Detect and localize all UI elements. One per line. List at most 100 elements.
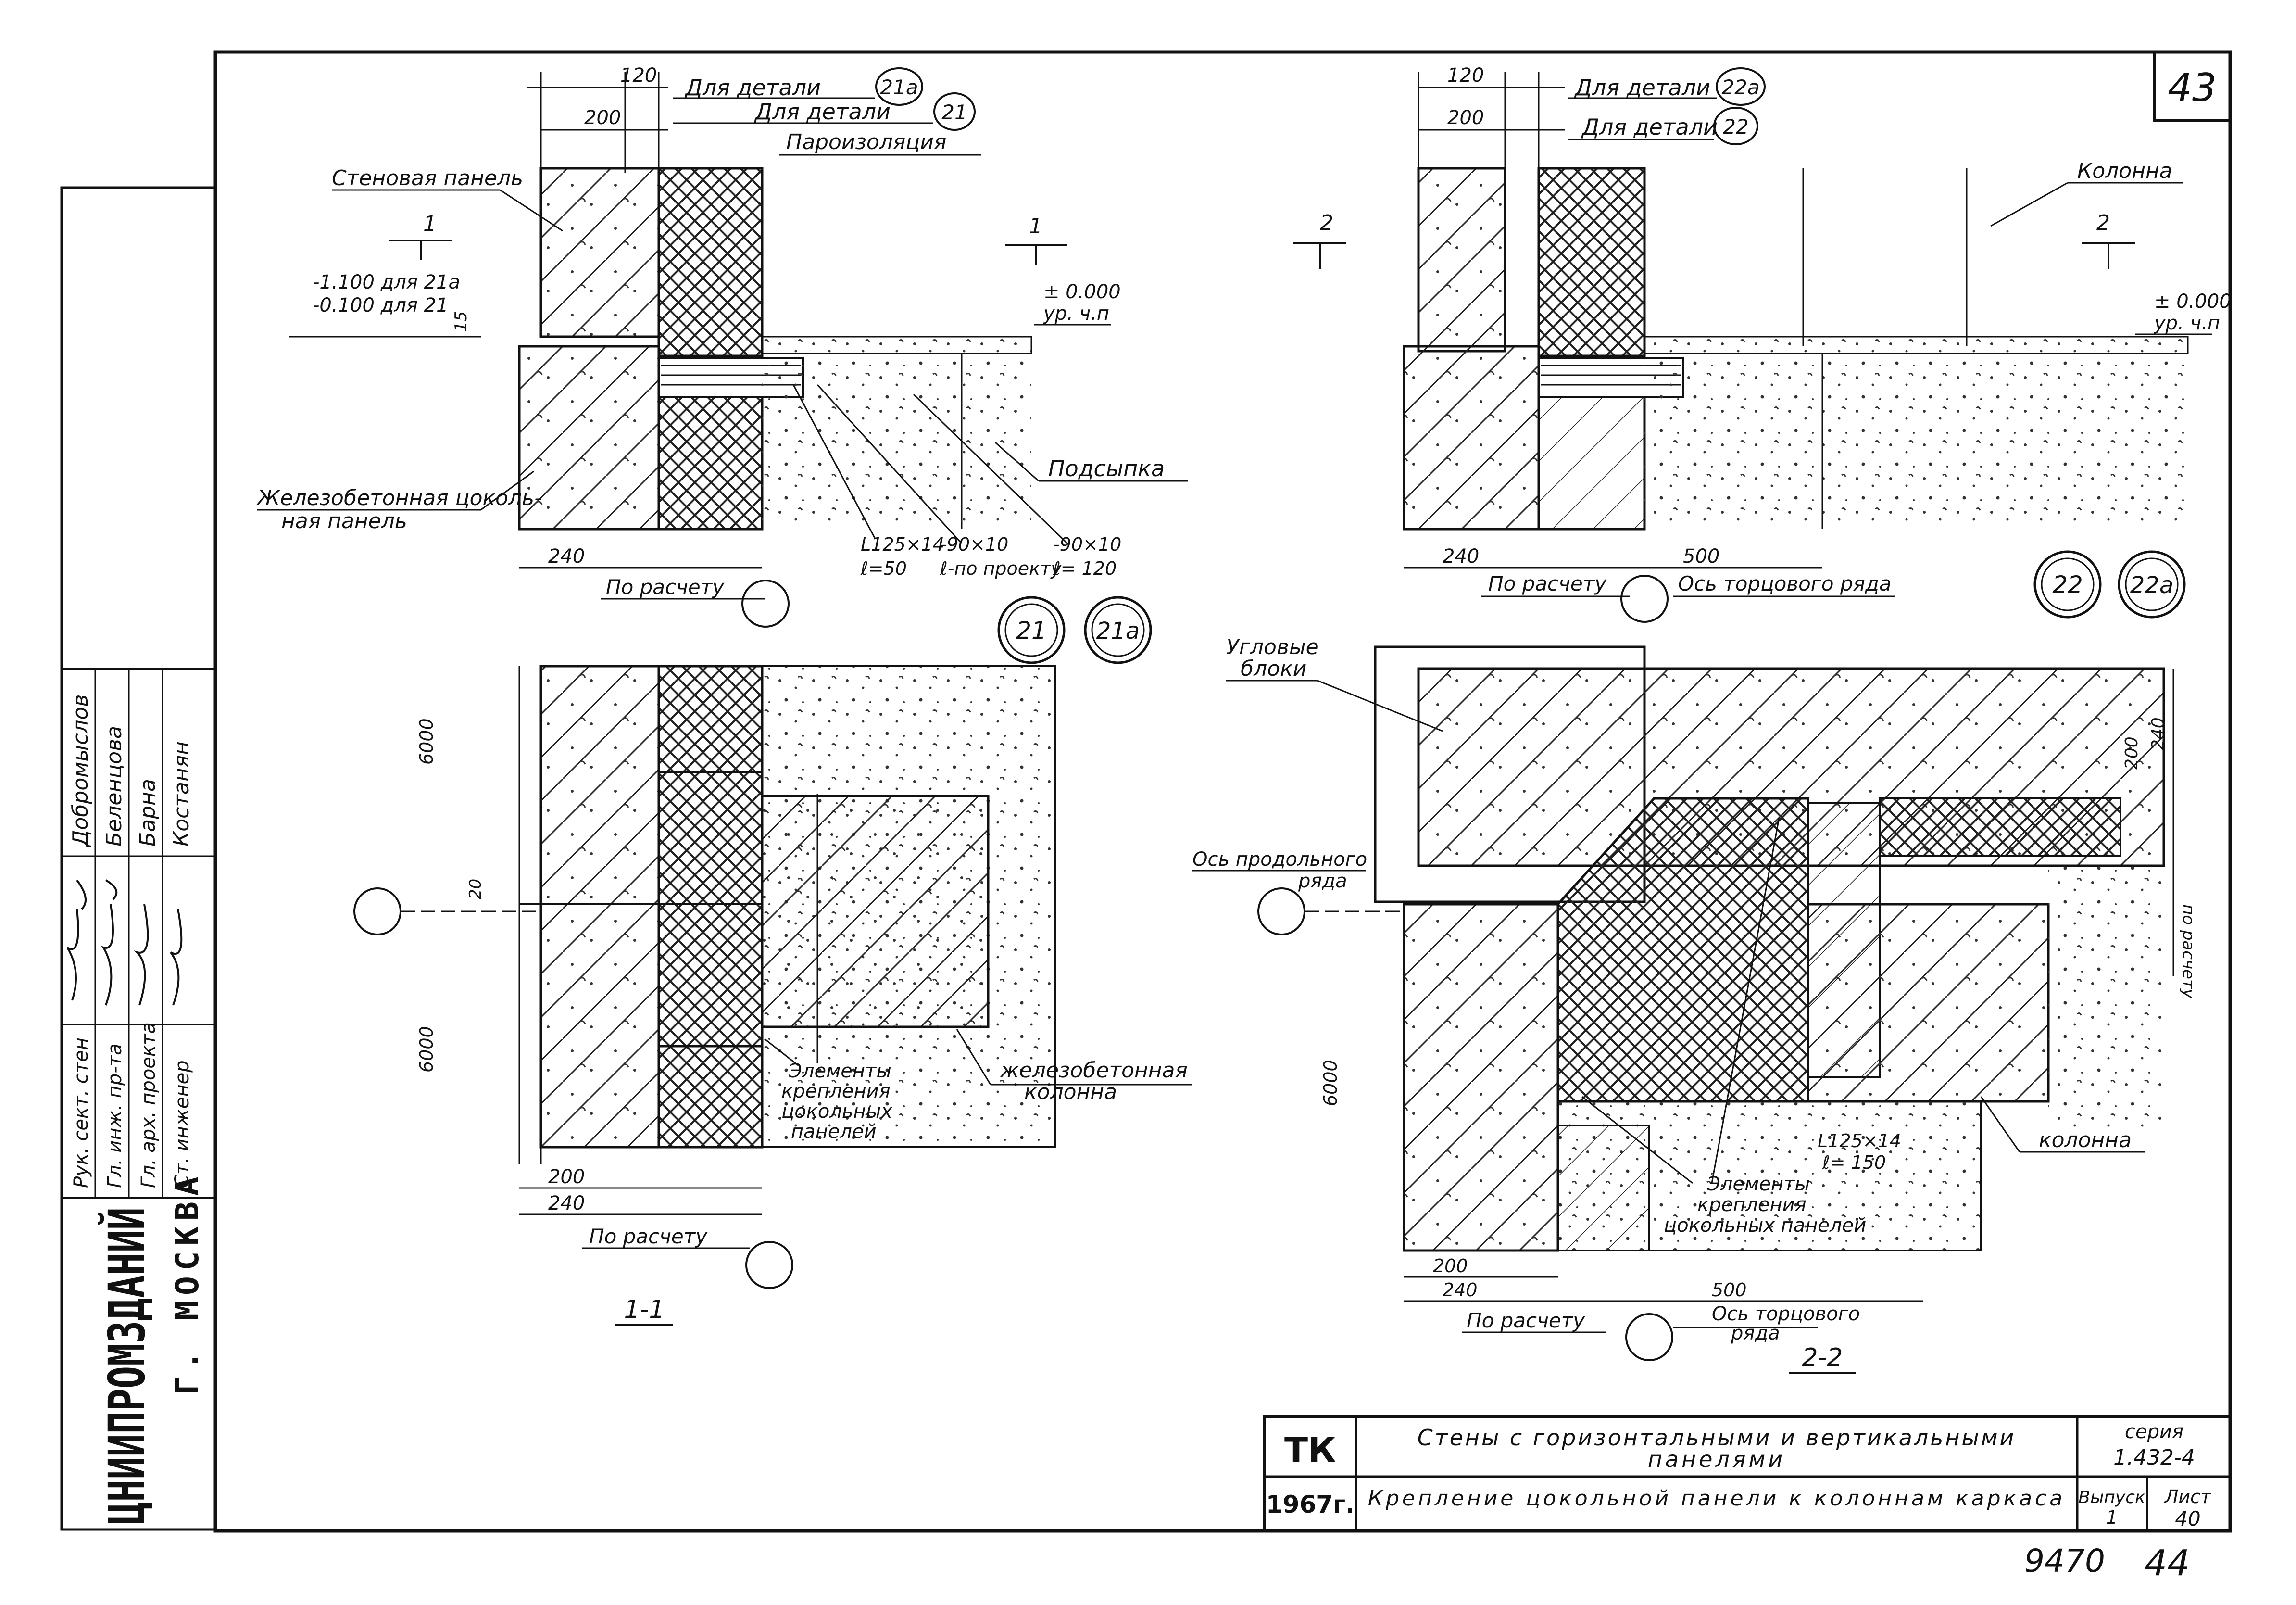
tb-subtitle: Крепление цокольной панели к колоннам ка… [1368, 1486, 2066, 1511]
d21-ref-21a: Для детали [684, 75, 821, 101]
d22-dim-120: 120 [1447, 64, 1484, 87]
s22-column: колонна [2039, 1128, 2132, 1152]
s11-calc: По расчету [589, 1225, 708, 1248]
s22-dim-500: 500 [1712, 1279, 1747, 1301]
d22-cut-right: 2 [2096, 211, 2110, 235]
s22-corner-2: блоки [1241, 657, 1306, 681]
s11-dim-6000b: 6000 [416, 1026, 437, 1073]
d22-level-1: ± 0.000 [2154, 291, 2232, 313]
s11-rc-column-2: колонна [1024, 1080, 1117, 1104]
left-stamp: Рук. сект. стен Гл. инж. пр-та Гл. арх. … [60, 186, 217, 1531]
s11-title: 1-1 [624, 1295, 665, 1324]
tb-series-value: 1.432-4 [2113, 1445, 2195, 1470]
footer-inventory: 9470 [2024, 1542, 2105, 1580]
staff-name-1: Добромыслов [68, 695, 93, 847]
d22-calc: По расчету [1488, 572, 1607, 595]
sheet-number: 43 [2168, 65, 2217, 110]
d21-plinth-1: Железобетонная цоколь- [256, 486, 542, 510]
s22-calc: По расчету [1467, 1309, 1585, 1332]
d21-calc: По расчету [606, 575, 725, 599]
s22-dim-calc-v: по расчету [2179, 904, 2198, 999]
signature-2 [101, 879, 118, 1006]
s22-elements-2: крепления [1697, 1194, 1807, 1216]
d22-ref-22: Для детали [1581, 114, 1718, 140]
s11-rc-column-1: железобетонная [1000, 1058, 1188, 1083]
d22-axis: Ось торцового ряда [1678, 572, 1892, 595]
s22-corner-1: Угловые [1226, 635, 1319, 659]
s22-axis-end-1: Ось торцового [1712, 1303, 1860, 1325]
s22-elements-3: цокольных панелей [1664, 1214, 1866, 1237]
s11-dim-200: 200 [548, 1166, 585, 1188]
d21-plate1-1: -90×10 [940, 534, 1008, 555]
d21-plate2-1: -90×10 [1053, 534, 1121, 555]
s22-dim-6000: 6000 [1320, 1060, 1341, 1106]
s11-elements-3: цокольных [781, 1100, 892, 1123]
s22-dim-200-b: 200 [1433, 1255, 1468, 1276]
org-city: Г. МОСКВА [169, 1171, 206, 1395]
tb-sheet-label: Лист [2164, 1486, 2212, 1507]
s11-elements-1: Элементы [788, 1060, 891, 1082]
d22-tag-b: 22а [2130, 572, 2174, 599]
d22-dim-500: 500 [1683, 545, 1719, 568]
tb-title-1: Стены с горизонтальными и вертикальными [1418, 1425, 2016, 1451]
d21-level-right-2: ур. ч.п [1043, 303, 1109, 325]
d21-fill: Подсыпка [1048, 455, 1165, 481]
s22-dim-240-v: 240 [2148, 717, 2168, 750]
staff-name-3: Барна [136, 779, 160, 847]
d21-level-left-2: -0.100 для 21 [313, 294, 449, 316]
s22-dim-240-b: 240 [1443, 1279, 1478, 1301]
sheet-number-box: 43 [2153, 51, 2232, 122]
d21-cut-left: 1 [423, 212, 437, 236]
footer-page: 44 [2145, 1542, 2190, 1584]
d21-level-left-1: -1.100 для 21а [313, 271, 460, 293]
d21-plate1-2: ℓ-по проекту [940, 558, 1062, 579]
tb-code: ТК [1284, 1430, 1336, 1470]
tb-series-label: серия [2125, 1421, 2183, 1443]
d21-dim-15: 15 [452, 311, 471, 332]
section-2-2: Угловые блоки Ось продольного ряда 200 2… [1192, 635, 2198, 1374]
s22-axis-long-2: ряда [1298, 870, 1347, 892]
s11-elements-2: крепления [781, 1080, 891, 1102]
d22-column: Колонна [2077, 159, 2172, 183]
s11-dim-6000a: 6000 [416, 718, 437, 765]
s11-dim-240: 240 [548, 1192, 585, 1214]
d22-ref-22a-num: 22а [1721, 76, 1759, 99]
signature-4 [170, 909, 183, 1006]
section-1-1: 6000 6000 20 Элементы крепления цокольны… [353, 665, 1192, 1326]
s11-elements-4: панелей [791, 1121, 877, 1143]
d21-angle-1: L125×14 [861, 534, 944, 555]
tb-sheet-value: 40 [2175, 1507, 2200, 1530]
staff-name-2: Беленцова [102, 726, 126, 847]
d21-cut-right: 1 [1029, 214, 1042, 239]
d21-angle-2: ℓ=50 [860, 558, 907, 579]
staff-name-4: Костанян [169, 741, 194, 847]
tb-year: 1967г. [1266, 1491, 1355, 1518]
d22-ref-22-num: 22 [1723, 115, 1748, 139]
tb-issue-value: 1 [2106, 1507, 2118, 1528]
detail-22: 120 200 Для детали 22а Для детали 22 Кол… [1293, 64, 2232, 623]
signature-3 [134, 904, 149, 1006]
staff-role-2: Гл. инж. пр-та [104, 1043, 126, 1188]
d22-cut-left: 2 [1320, 211, 1333, 235]
staff-role-4: Ст. инженер [171, 1060, 193, 1188]
d21-dim-240: 240 [548, 545, 585, 568]
s22-angle-1: L125×14 [1818, 1130, 1901, 1151]
d21-wall-panel: Стеновая панель [332, 166, 523, 190]
d21-plate2-2: ℓ= 120 [1053, 558, 1117, 579]
s22-axis-end-2: ряда [1731, 1322, 1780, 1344]
s22-axis-long-1: Ось продольного [1192, 848, 1367, 871]
s22-elements-1: Элементы [1706, 1173, 1810, 1195]
title-block: ТК 1967г. Стены с горизонтальными и верт… [1263, 1415, 2232, 1532]
d22-tag-a: 22 [2052, 571, 2083, 599]
d21-ref-21-num: 21 [941, 101, 967, 124]
staff-role-3: Гл. арх. проекта [138, 1022, 160, 1188]
d21-plinth-2: ная панель [281, 509, 407, 533]
s11-dim-20: 20 [466, 879, 485, 899]
d21-ref-21: Для детали [754, 99, 891, 125]
staff-role-1: Рук. сект. стен [70, 1037, 92, 1188]
d22-level-2: ур. ч.п [2154, 312, 2220, 334]
d21-tag-b: 21а [1096, 618, 1140, 645]
d21-level-right-1: ± 0.000 [1043, 281, 1121, 303]
s22-title: 2-2 [1802, 1343, 1843, 1372]
